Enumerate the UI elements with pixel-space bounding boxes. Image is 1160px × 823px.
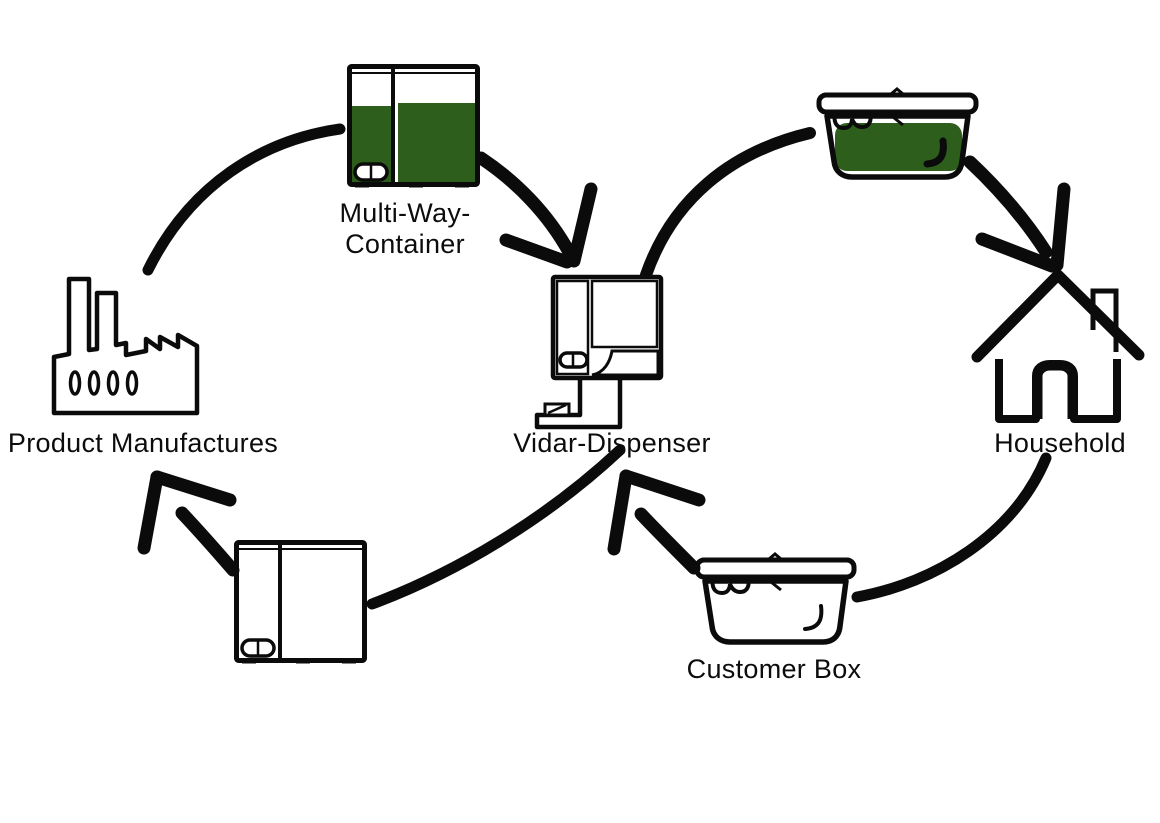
label-product-manufactures: Product Manufactures [7,428,279,458]
arrow-dispenser-to-return-container [366,444,626,610]
box-icon-filled [819,89,976,177]
label-household: Household [994,428,1126,458]
arrow-filled-box-to-household [963,155,1071,273]
arrow-manufacturer-to-container [142,123,346,276]
factory-icon [51,276,200,416]
container-icon-empty [237,543,365,664]
arrow-household-to-customer-box [851,452,1052,603]
container-icon-filled [350,67,478,188]
label-customer-box: Customer Box [686,654,862,684]
house-icon [971,269,1145,423]
label-multi-way-container-line2: Container [345,229,465,259]
arrow-dispenser-to-filled-box [640,127,816,281]
label-multi-way-container: Multi-Way- Container [340,198,471,260]
label-multi-way-container-line1: Multi-Way- [339,198,471,228]
arrow-customer-box-to-dispenser [607,469,706,575]
dispenser-icon [534,274,664,430]
arrow-return-container-to-manufacturer [137,470,240,577]
box-icon-empty [697,554,854,642]
arrow-container-to-dispenser [474,151,598,269]
label-vidar-dispenser: Vidar-Dispenser [513,428,711,458]
